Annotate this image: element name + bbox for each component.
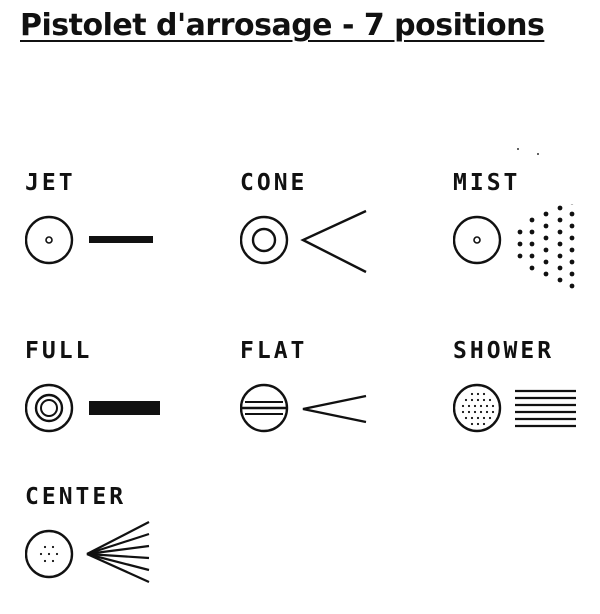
speck — [537, 153, 539, 155]
mist-icon — [453, 204, 593, 294]
mode-center: CENTER — [25, 484, 205, 614]
flat-icon — [240, 372, 380, 452]
mode-label-flat: FLAT — [240, 338, 307, 364]
mode-shower: SHOWER — [453, 338, 600, 468]
speck — [517, 148, 519, 150]
mode-full: FULL — [25, 338, 205, 468]
jet-icon — [25, 204, 165, 284]
mode-jet: JET — [25, 170, 205, 300]
mode-label-cone: CONE — [240, 170, 307, 196]
cone-icon — [240, 204, 380, 284]
center-icon — [25, 518, 165, 598]
shower-icon — [453, 372, 593, 452]
mode-label-jet: JET — [25, 170, 76, 196]
mode-label-mist: MIST — [453, 170, 520, 196]
mode-mist: MIST — [453, 170, 600, 300]
mode-flat: FLAT — [240, 338, 420, 468]
mode-label-shower: SHOWER — [453, 338, 554, 364]
mode-cone: CONE — [240, 170, 420, 300]
mode-label-center: CENTER — [25, 484, 126, 510]
mode-label-full: FULL — [25, 338, 92, 364]
full-icon — [25, 372, 165, 452]
page-title: Pistolet d'arrosage - 7 positions — [20, 8, 544, 43]
